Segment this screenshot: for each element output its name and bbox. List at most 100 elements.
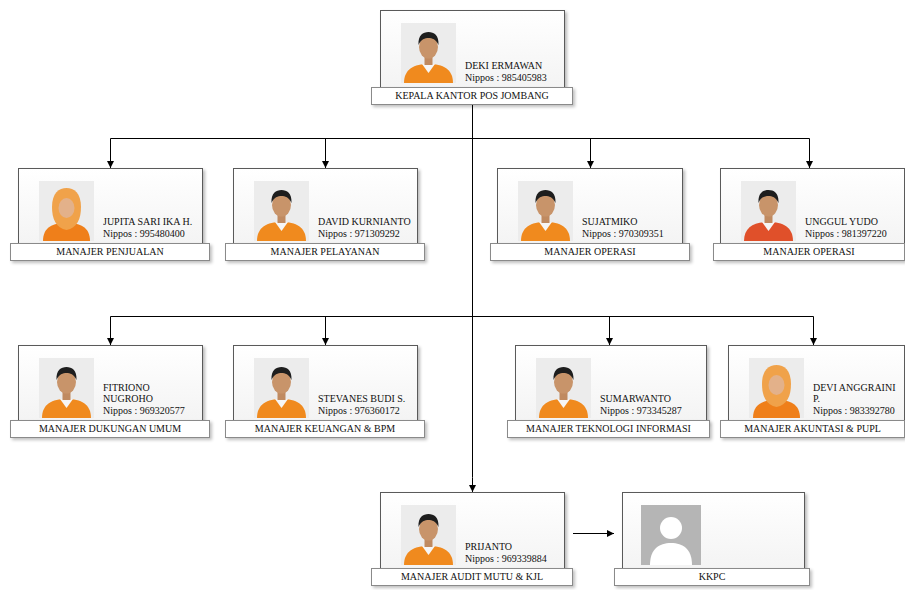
staff-id: Nippos : 985405983 xyxy=(465,72,561,84)
portrait-photo xyxy=(749,358,804,418)
card-text-area: DAVID KURNIANTONippos : 971309292 xyxy=(318,173,414,239)
staff-card: DAVID KURNIANTONippos : 971309292MANAJER… xyxy=(225,168,425,261)
portrait-photo xyxy=(518,181,573,241)
card-frame: FITRIONO NUGROHONippos : 969320577 xyxy=(18,345,203,425)
portrait-photo xyxy=(39,181,94,241)
card-frame: DAVID KURNIANTONippos : 971309292 xyxy=(233,168,418,250)
hierarchy-connector xyxy=(573,533,614,534)
staff-card: PRIJANTONippos : 969339884MANAJER AUDIT … xyxy=(371,492,573,586)
staff-id: Nippos : 973345287 xyxy=(600,405,703,417)
staff-name: STEVANES BUDI S. xyxy=(318,393,414,405)
card-frame: SUJATMIKONippos : 970309351 xyxy=(497,168,683,250)
position-band: KEPALA KANTOR POS JOMBANG xyxy=(371,87,573,105)
staff-name: DAVID KURNIANTO xyxy=(318,216,414,228)
staff-name: SUMARWANTO xyxy=(600,393,703,405)
staff-card: SUMARWANTONippos : 973345287MANAJER TEKN… xyxy=(507,345,710,438)
card-text-area: JUPITA SARI IKA H.Nippos : 995480400 xyxy=(103,173,199,239)
portrait-photo xyxy=(401,505,456,565)
staff-name: SUJATMIKO xyxy=(582,216,679,228)
position-title: KEPALA KANTOR POS JOMBANG xyxy=(376,90,568,102)
position-title: KKPC xyxy=(619,571,805,583)
portrait-figure xyxy=(536,358,591,418)
position-title: MANAJER TEKNOLOGI INFORMASI xyxy=(512,423,705,435)
portrait-figure xyxy=(741,181,796,241)
staff-id: Nippos : 976360172 xyxy=(318,405,414,417)
card-frame: UNGGUL YUDONippos : 981397220 xyxy=(720,168,905,250)
portrait-figure xyxy=(641,505,701,565)
card-frame: DEVI ANGGRAINI P.Nippos : 983392780 xyxy=(728,345,905,425)
hierarchy-connector xyxy=(473,105,591,168)
staff-name: JUPITA SARI IKA H. xyxy=(103,216,199,228)
position-title: MANAJER AUDIT MUTU & KJL xyxy=(376,571,568,583)
staff-card: UNGGUL YUDONippos : 981397220MANAJER OPE… xyxy=(713,168,905,261)
portrait-photo xyxy=(254,181,309,241)
hierarchy-connector xyxy=(326,105,473,168)
position-band: MANAJER DUKUNGAN UMUM xyxy=(10,420,210,438)
staff-name: DEVI ANGGRAINI P. xyxy=(813,382,901,405)
card-text-area: UNGGUL YUDONippos : 981397220 xyxy=(805,173,901,239)
position-band: MANAJER TEKNOLOGI INFORMASI xyxy=(507,420,710,438)
hierarchy-connector xyxy=(111,105,473,168)
position-band: KKPC xyxy=(614,568,810,586)
staff-id: Nippos : 971309292 xyxy=(318,228,414,240)
position-title: MANAJER OPERASI xyxy=(495,246,685,258)
card-text-area: SUJATMIKONippos : 970309351 xyxy=(582,173,679,239)
portrait-figure xyxy=(39,181,94,241)
staff-id: Nippos : 969339884 xyxy=(465,553,561,565)
position-band: MANAJER OPERASI xyxy=(713,243,905,261)
position-band: MANAJER PENJUALAN xyxy=(10,243,210,261)
portrait-photo xyxy=(741,181,796,241)
card-text-area: PRIJANTONippos : 969339884 xyxy=(465,497,561,564)
card-frame: PRIJANTONippos : 969339884 xyxy=(380,492,565,574)
position-title: MANAJER OPERASI xyxy=(718,246,900,258)
staff-id: Nippos : 983392780 xyxy=(813,405,901,417)
card-text-area: STEVANES BUDI S.Nippos : 976360172 xyxy=(318,350,414,416)
position-title: MANAJER KEUANGAN & BPM xyxy=(230,423,420,435)
position-band: MANAJER AUDIT MUTU & KJL xyxy=(371,568,573,586)
card-text-area: SUMARWANTONippos : 973345287 xyxy=(600,350,703,416)
position-title: MANAJER PENJUALAN xyxy=(15,246,205,258)
portrait-photo xyxy=(536,358,591,418)
card-frame: STEVANES BUDI S.Nippos : 976360172 xyxy=(233,345,418,425)
staff-id: Nippos : 981397220 xyxy=(805,228,901,240)
staff-id: Nippos : 995480400 xyxy=(103,228,199,240)
position-band: MANAJER OPERASI xyxy=(490,243,690,261)
staff-name: PRIJANTO xyxy=(465,541,561,553)
portrait-figure xyxy=(749,358,804,418)
staff-card: STEVANES BUDI S.Nippos : 976360172MANAJE… xyxy=(225,345,425,438)
card-frame: DEKI ERMAWANNippos : 985405983 xyxy=(380,10,565,92)
card-text-area: DEKI ERMAWANNippos : 985405983 xyxy=(465,15,561,83)
card-frame: JUPITA SARI IKA H.Nippos : 995480400 xyxy=(18,168,203,250)
staff-card: DEVI ANGGRAINI P.Nippos : 983392780MANAJ… xyxy=(720,345,905,438)
hierarchy-connector xyxy=(473,105,810,168)
portrait-figure xyxy=(401,505,456,565)
portrait-figure xyxy=(518,181,573,241)
staff-id: Nippos : 969320577 xyxy=(103,405,199,417)
portrait-figure xyxy=(39,358,94,418)
hierarchy-connector xyxy=(473,105,814,345)
position-title: MANAJER PELAYANAN xyxy=(230,246,420,258)
portrait-photo xyxy=(401,23,456,83)
staff-name: FITRIONO NUGROHO xyxy=(103,382,199,405)
card-text-area: DEVI ANGGRAINI P.Nippos : 983392780 xyxy=(813,350,901,416)
portrait-photo xyxy=(39,358,94,418)
card-frame: SUMARWANTONippos : 973345287 xyxy=(515,345,707,425)
staff-card: SUJATMIKONippos : 970309351MANAJER OPERA… xyxy=(490,168,690,261)
position-band: MANAJER AKUNTASI & PUPL xyxy=(720,420,905,438)
portrait-figure xyxy=(254,181,309,241)
hierarchy-connector xyxy=(472,105,473,492)
portrait-figure xyxy=(254,358,309,418)
portrait-photo xyxy=(254,358,309,418)
portrait-photo xyxy=(641,505,701,565)
position-title: MANAJER DUKUNGAN UMUM xyxy=(15,423,205,435)
card-text-area: FITRIONO NUGROHONippos : 969320577 xyxy=(103,350,199,416)
card-text-area xyxy=(710,497,801,564)
portrait-figure xyxy=(401,23,456,83)
staff-id: Nippos : 970309351 xyxy=(582,228,679,240)
card-frame xyxy=(622,492,805,574)
staff-name: UNGGUL YUDO xyxy=(805,216,901,228)
staff-name: DEKI ERMAWAN xyxy=(465,60,561,72)
staff-card: KKPC xyxy=(614,492,810,586)
position-band: MANAJER PELAYANAN xyxy=(225,243,425,261)
position-title: MANAJER AKUNTASI & PUPL xyxy=(725,423,900,435)
